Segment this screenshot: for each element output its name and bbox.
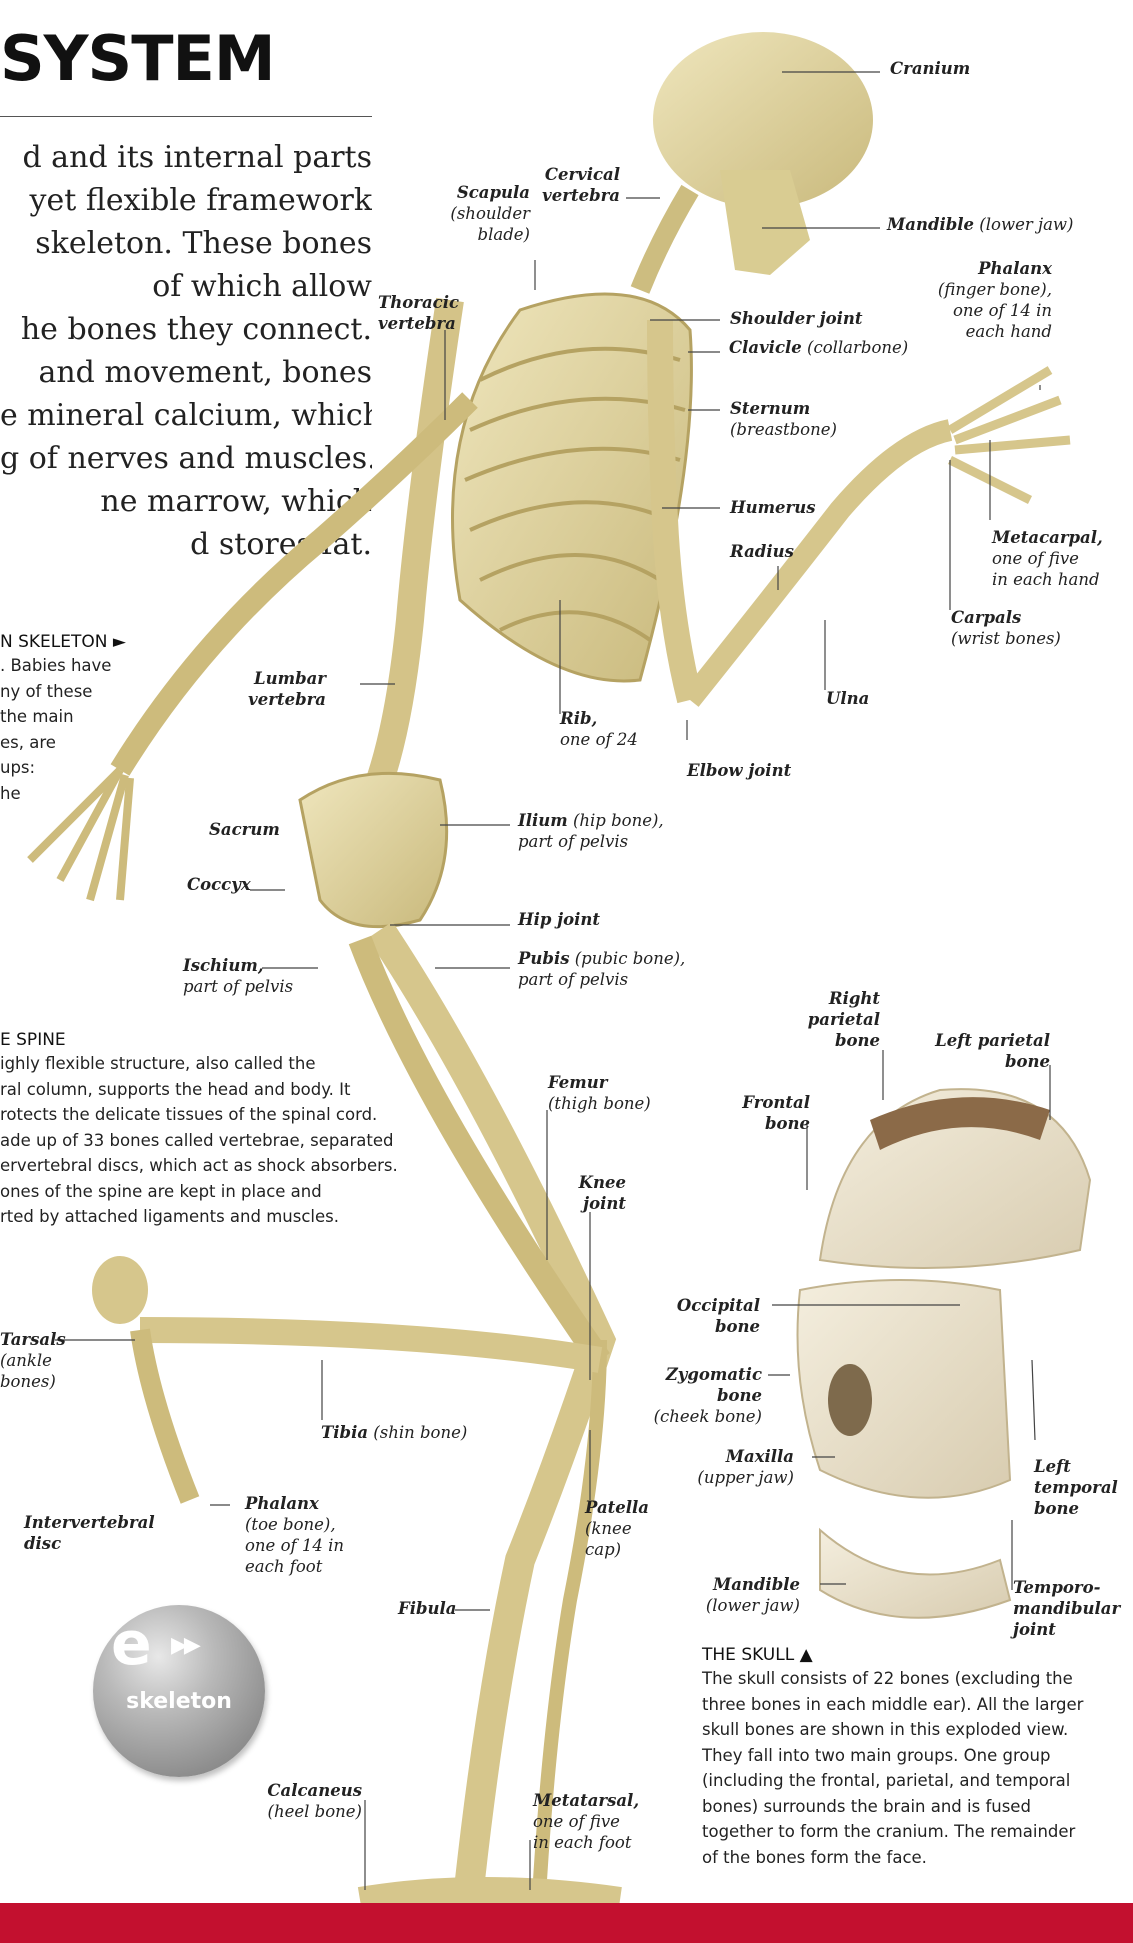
skull-section-heading: THE SKULL ▲ xyxy=(702,1645,1122,1665)
skull-section-body: The skull consists of 22 bones (excludin… xyxy=(702,1666,1122,1870)
label-radius: Radius xyxy=(730,541,794,562)
label-hip-joint: Hip joint xyxy=(518,909,600,930)
spine-section: E SPINE ighly flexible structure, also c… xyxy=(0,1030,410,1230)
label-ischium: Ischium,part of pelvis xyxy=(183,955,293,997)
skeleton-section: N SKELETON ► . Babies have ny of these t… xyxy=(0,632,145,806)
skeleton-elink-button[interactable]: e ▶▶ skeleton xyxy=(93,1605,265,1777)
label-pubis: Pubis (pubic bone),part of pelvis xyxy=(518,948,685,990)
label-fibula: Fibula xyxy=(398,1598,456,1619)
label-humerus: Humerus xyxy=(730,497,816,518)
label-maxilla: Maxilla(upper jaw) xyxy=(650,1446,794,1488)
spine-section-heading: E SPINE xyxy=(0,1030,410,1050)
label-elbow-joint: Elbow joint xyxy=(687,760,791,781)
label-ilium: Ilium (hip bone),part of pelvis xyxy=(518,810,664,852)
skull-mandible-piece xyxy=(820,1530,1010,1618)
label-coccyx: Coccyx xyxy=(187,874,251,895)
label-clavicle: Clavicle (collarbone) xyxy=(729,337,908,358)
spine-section-body: ighly flexible structure, also called th… xyxy=(0,1051,410,1230)
label-rib: Rib,one of 24 xyxy=(560,708,638,750)
label-femur: Femur(thigh bone) xyxy=(548,1072,651,1114)
skull-section: THE SKULL ▲ The skull consists of 22 bon… xyxy=(702,1645,1122,1870)
label-shoulder-joint: Shoulder joint xyxy=(730,308,863,329)
label-sacrum: Sacrum xyxy=(209,819,280,840)
skeleton-section-body: . Babies have ny of these the main es, a… xyxy=(0,653,145,806)
label-mandible-skull: Mandible(lower jaw) xyxy=(680,1574,800,1616)
footer-band xyxy=(0,1903,1133,1943)
skeleton-section-heading: N SKELETON ► xyxy=(0,632,145,652)
label-tibia: Tibia (shin bone) xyxy=(321,1422,467,1443)
e-link-icon: e xyxy=(111,1609,152,1679)
label-carpals: Carpals(wrist bones) xyxy=(951,607,1061,649)
label-ulna: Ulna xyxy=(826,688,869,709)
label-cranium: Cranium xyxy=(890,58,970,79)
label-sternum: Sternum(breastbone) xyxy=(730,398,837,440)
label-calcaneus: Calcaneus(heel bone) xyxy=(262,1780,362,1822)
elink-label: skeleton xyxy=(93,1689,265,1714)
label-mandible-top: Mandible (lower jaw) xyxy=(887,214,1074,235)
fast-forward-icon: ▶▶ xyxy=(171,1633,197,1658)
